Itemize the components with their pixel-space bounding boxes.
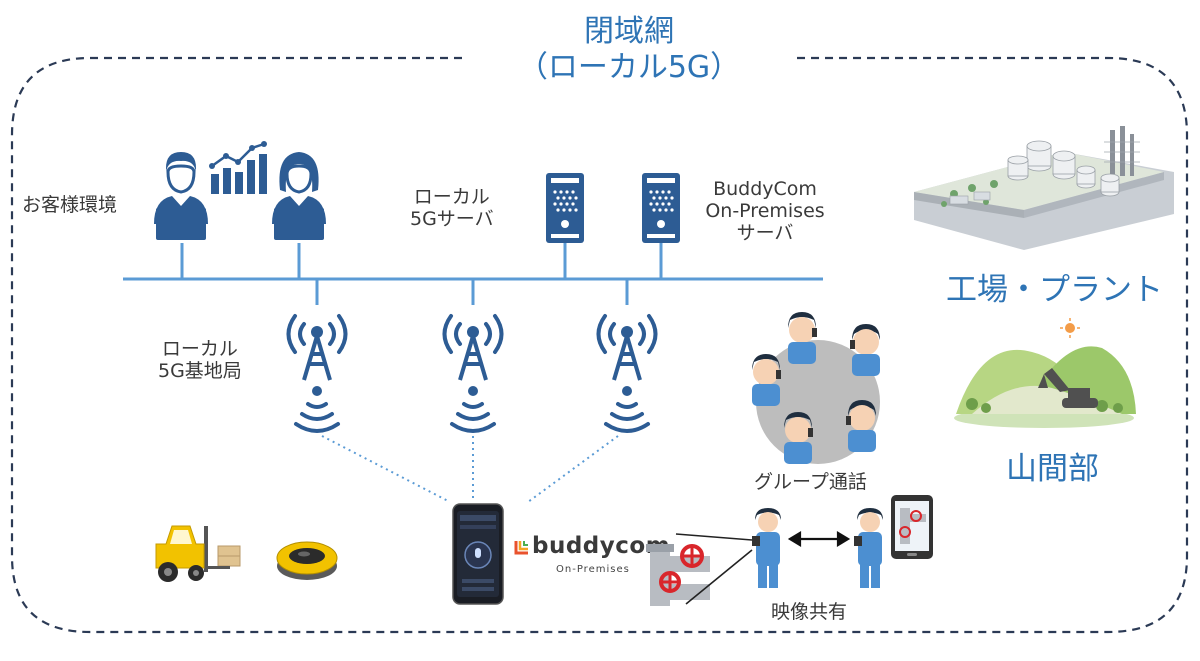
group-call-label: グループ通話 xyxy=(754,471,867,493)
worker-icon xyxy=(752,508,781,588)
network-title: 閉域網 （ローカル5G） xyxy=(480,14,778,86)
robot-vacuum-icon xyxy=(276,541,338,580)
mountain-area-label: 山間部 xyxy=(1006,451,1099,487)
worker-icon xyxy=(788,312,817,364)
customer-environment-label: お客様環境 xyxy=(22,194,118,216)
antenna-tower-icon xyxy=(442,314,504,433)
server-icon xyxy=(546,173,584,243)
network-title-line1: 閉域網 xyxy=(584,14,674,49)
factory-plant-label: 工場・プラント xyxy=(946,272,1163,308)
pipe-valve-icon xyxy=(646,544,710,606)
local-5g-server-label: ローカル 5Gサーバ xyxy=(410,186,494,230)
worker-icon xyxy=(846,400,876,452)
antenna-tower-icon xyxy=(596,314,658,433)
server-icon xyxy=(642,173,680,243)
video-share-label: 映像共有 xyxy=(771,601,848,623)
buddycom-server-label: BuddyCom On-Premises サーバ xyxy=(705,178,825,244)
worker-icon xyxy=(854,508,883,588)
female-operator-icon xyxy=(272,152,326,240)
factory-image xyxy=(914,126,1174,250)
smartphone-app-icon xyxy=(452,503,504,605)
network-title-line2: （ローカル5G） xyxy=(517,50,741,85)
worker-icon xyxy=(784,412,813,464)
buddycom-logo-icon xyxy=(514,541,528,555)
mountain-excavator-image xyxy=(954,318,1136,428)
group-call-illustration xyxy=(752,312,880,464)
brand-subtitle: On-Premises xyxy=(556,564,630,575)
analytics-chart-icon xyxy=(209,141,267,194)
antenna-tower-icon xyxy=(286,314,348,433)
worker-icon xyxy=(752,354,781,406)
forklift-icon xyxy=(155,525,241,582)
local-5g-base-station-label: ローカル 5G基地局 xyxy=(158,338,242,382)
male-operator-icon xyxy=(154,152,208,240)
worker-icon xyxy=(850,324,880,376)
tablet-icon xyxy=(891,495,933,559)
